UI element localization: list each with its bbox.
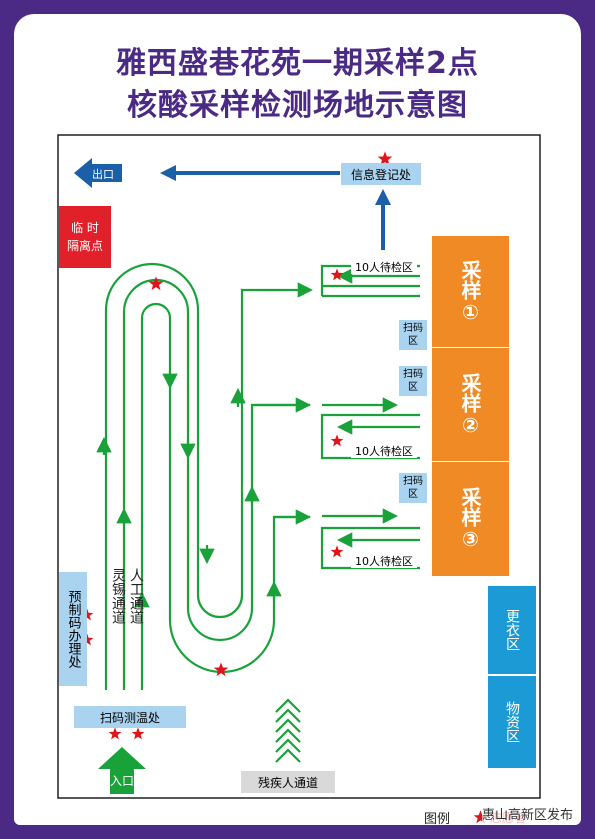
- scan-zone-2: 扫码 区: [399, 366, 427, 396]
- worker-channel-label: 人工通道: [128, 568, 144, 624]
- star-icon: [330, 434, 344, 447]
- sampling-station-3-number: ③: [462, 527, 479, 551]
- exit-label: 出口: [92, 168, 114, 181]
- scan-zone-3: 扫码 区: [399, 473, 427, 503]
- info-registration-box: 信息登记处: [341, 163, 421, 185]
- waiting-zone-1-label: 10人待检区: [351, 260, 417, 274]
- lingxi-channel-label: 灵锡通道: [110, 568, 126, 624]
- star-icon: [131, 727, 145, 740]
- sampling-station-2-number: ②: [462, 412, 479, 437]
- sampling-station-1[interactable]: 采样 ①: [432, 236, 509, 347]
- legend-prefix: 图例: [424, 812, 451, 827]
- waiting-zone-2-label: 10人待检区: [351, 444, 417, 458]
- exit-flow-arrows: [160, 165, 391, 250]
- sampling-station-1-label: 采样: [458, 259, 482, 300]
- sampling-station-2-label: 采样: [458, 372, 482, 413]
- sampling-station-3[interactable]: 采样 ③: [432, 462, 509, 576]
- star-icon: [330, 545, 344, 558]
- title-line-2: 核酸采样检测场地示意图: [127, 88, 468, 123]
- pre-code-office-box: 预制码办理处: [59, 572, 87, 686]
- changing-area-box: 更衣区: [488, 586, 536, 674]
- waiting-zone-3-label: 10人待检区: [351, 554, 417, 568]
- entrance-arrow-icon[interactable]: [98, 747, 146, 794]
- sampling-station-3-label: 采样: [458, 487, 482, 527]
- scan-zone-1: 扫码 区: [399, 320, 427, 350]
- chevron-up-icon: [275, 698, 301, 763]
- disabled-channel-box: 残疾人通道: [241, 771, 335, 793]
- star-icon: [148, 276, 164, 291]
- queue-lanes: [96, 262, 420, 690]
- star-icon: [108, 727, 122, 740]
- watermark: 惠山高新区发布: [482, 804, 574, 823]
- temp-isolation-box: 临 时 隔离点: [59, 206, 111, 268]
- scan-temp-box: 扫码测温处: [74, 706, 186, 728]
- entrance-label: 入口: [110, 773, 135, 788]
- sampling-station-1-number: ①: [462, 299, 479, 324]
- title-line-1: 雅西盛巷花苑一期采样2点: [116, 46, 479, 81]
- star-icon: [330, 268, 344, 281]
- sampling-station-2[interactable]: 采样 ②: [432, 348, 509, 461]
- exit-arrow-icon[interactable]: [74, 158, 122, 188]
- star-icon: [213, 662, 229, 677]
- supply-area-box: 物资区: [488, 676, 536, 768]
- site-boundary: [57, 134, 541, 799]
